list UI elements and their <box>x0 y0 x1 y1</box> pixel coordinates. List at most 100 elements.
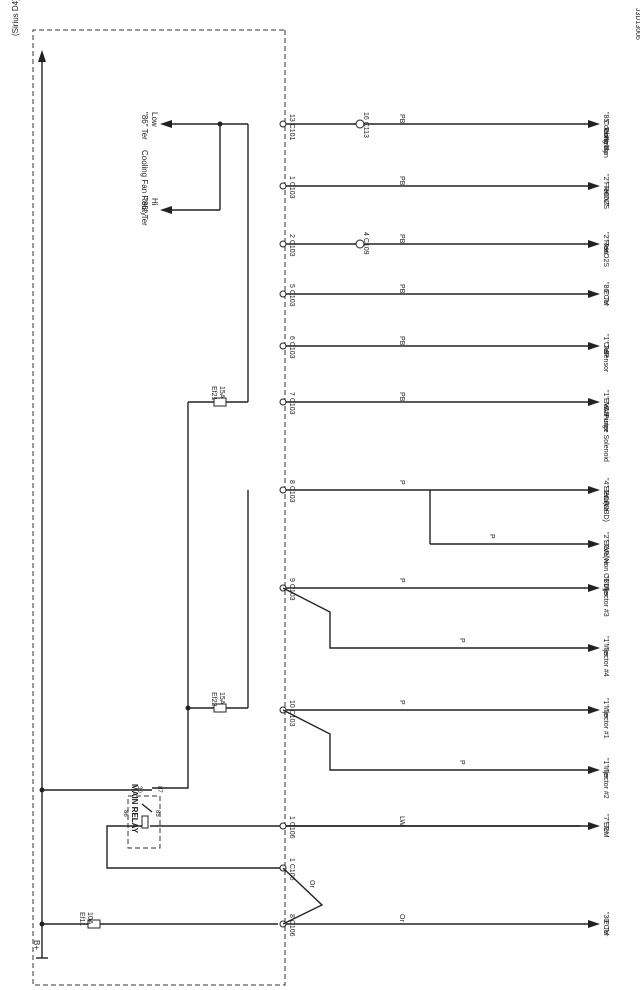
load-label: (Non OBD) <box>602 556 609 591</box>
load-label: Injector #3 <box>602 584 609 617</box>
connector-label: 8 C106 <box>288 914 295 937</box>
load-label: "1" Ter <box>602 576 609 597</box>
ef22-fuse <box>213 703 227 713</box>
connector-label: 1 C106 <box>288 858 295 881</box>
connector-label: 2 C103 <box>288 234 295 257</box>
load-label: "1" Ter <box>602 390 609 411</box>
injector2-wire <box>282 709 588 771</box>
load-label: "1" Ter <box>602 758 609 779</box>
wire-color-label: PB <box>398 284 405 294</box>
ef22-rating: 15A <box>218 692 225 705</box>
connector-label: 6 C103 <box>288 336 295 359</box>
relay-87-bus <box>152 402 189 789</box>
ef21-fuse <box>213 397 227 407</box>
branch-arrowhead <box>588 822 600 830</box>
load-label: EVAP <box>602 398 609 416</box>
connector-pin <box>279 290 287 298</box>
load-label: FRONT <box>602 182 609 207</box>
branch-arrowhead <box>588 766 600 774</box>
load-label: "2" Ter <box>602 174 609 195</box>
load-label: "30" Ter <box>602 912 609 937</box>
relay-switch <box>141 803 153 813</box>
battery-label: B+ <box>32 940 41 950</box>
fan-relay-hi-1: Hi <box>150 198 159 206</box>
box-label: (Sirius D4) <box>11 0 20 36</box>
connector-label: 9 C103 <box>288 578 295 601</box>
connector-pin <box>279 120 287 128</box>
figure-id: J3D13006 <box>634 8 640 40</box>
branch-arrowhead <box>588 584 600 592</box>
load-label: CMP <box>602 342 609 358</box>
junction <box>217 121 223 127</box>
wire-color-label: PB <box>398 336 405 346</box>
load-label: (OBD) <box>602 502 609 522</box>
bus-arrowhead <box>38 50 46 62</box>
branch-arrowhead <box>588 182 600 190</box>
connector-pin <box>279 822 287 830</box>
load-label: EEGR <box>602 486 609 506</box>
fan-relay-low-1: Low <box>150 112 159 127</box>
wire-color-label: P <box>458 760 465 765</box>
ef11-rating: 10A <box>86 912 93 925</box>
relay-86-line <box>106 825 280 869</box>
connector-label: 5 C103 <box>288 284 295 307</box>
load-label: "2" Ter <box>602 532 609 553</box>
inline-connector-label: 16 C113 <box>362 112 369 138</box>
relay-coil <box>141 815 149 829</box>
relay-pin-85: 85 <box>154 810 160 817</box>
load-label: ECM <box>602 920 609 936</box>
load-label: Sensor <box>602 350 609 373</box>
load-label: Valve <box>602 494 609 511</box>
connector-pin <box>279 342 287 350</box>
load-label: HO2S <box>602 190 609 209</box>
branch-arrowhead <box>588 486 600 494</box>
load-label: "7" Ter <box>602 814 609 835</box>
load-label: Purge Solenoid <box>602 414 609 462</box>
load-label: Canister <box>602 406 609 433</box>
load-label: "1" Ter <box>602 636 609 657</box>
branch-arrowhead <box>588 398 600 406</box>
relay-pin-87: 87 <box>156 786 162 793</box>
branch-arrowhead <box>588 540 600 548</box>
branch-arrowhead <box>588 644 600 652</box>
branch-arrowhead <box>588 342 600 350</box>
wire-color-label: P <box>458 638 465 643</box>
fan-relay-low-arrow <box>160 120 172 128</box>
load-label: Control <box>602 128 609 151</box>
wire-color-label: Or <box>308 880 315 888</box>
load-label: Injector #2 <box>602 766 609 799</box>
main-relay-label: MAIN RELAY <box>130 784 139 834</box>
wire-color-label: PB <box>398 392 405 402</box>
fan-relay-hi-arrow <box>160 206 172 214</box>
injector4-wire <box>282 587 588 649</box>
branch-arrowhead <box>588 290 600 298</box>
load-label: Rear <box>602 240 609 256</box>
main-relay-box <box>127 795 161 849</box>
load-label: "85" Ter <box>602 112 609 137</box>
load-label: Injector #4 <box>602 644 609 677</box>
load-label: ECM <box>602 822 609 838</box>
ef11-name: Ef11 <box>78 912 85 926</box>
load-label: Relay <box>602 136 609 154</box>
connector-label: 13 C101 <box>288 114 295 141</box>
junction <box>39 921 45 927</box>
wire-color-label: P <box>398 700 405 705</box>
connector-pin <box>279 398 287 406</box>
connector-label: 1 C106 <box>288 816 295 839</box>
load-label: "86" Ter <box>602 282 609 307</box>
ef22-name: Ef22 <box>210 692 217 707</box>
load-label: Injector #1 <box>602 706 609 739</box>
load-label: "1" Ter <box>602 334 609 355</box>
inline-connector <box>355 239 365 249</box>
load-label: "2" Ter <box>602 232 609 253</box>
fan-relay-hi-2: "86" Ter <box>140 198 149 226</box>
connector-label: 7 C103 <box>288 392 295 415</box>
connector-pin <box>279 486 287 494</box>
load-label: EGR <box>602 540 609 555</box>
load-label: HO2S <box>602 248 609 267</box>
or-jumper <box>282 867 324 925</box>
inline-connector <box>355 119 365 129</box>
wire-color-label: P <box>398 578 405 583</box>
